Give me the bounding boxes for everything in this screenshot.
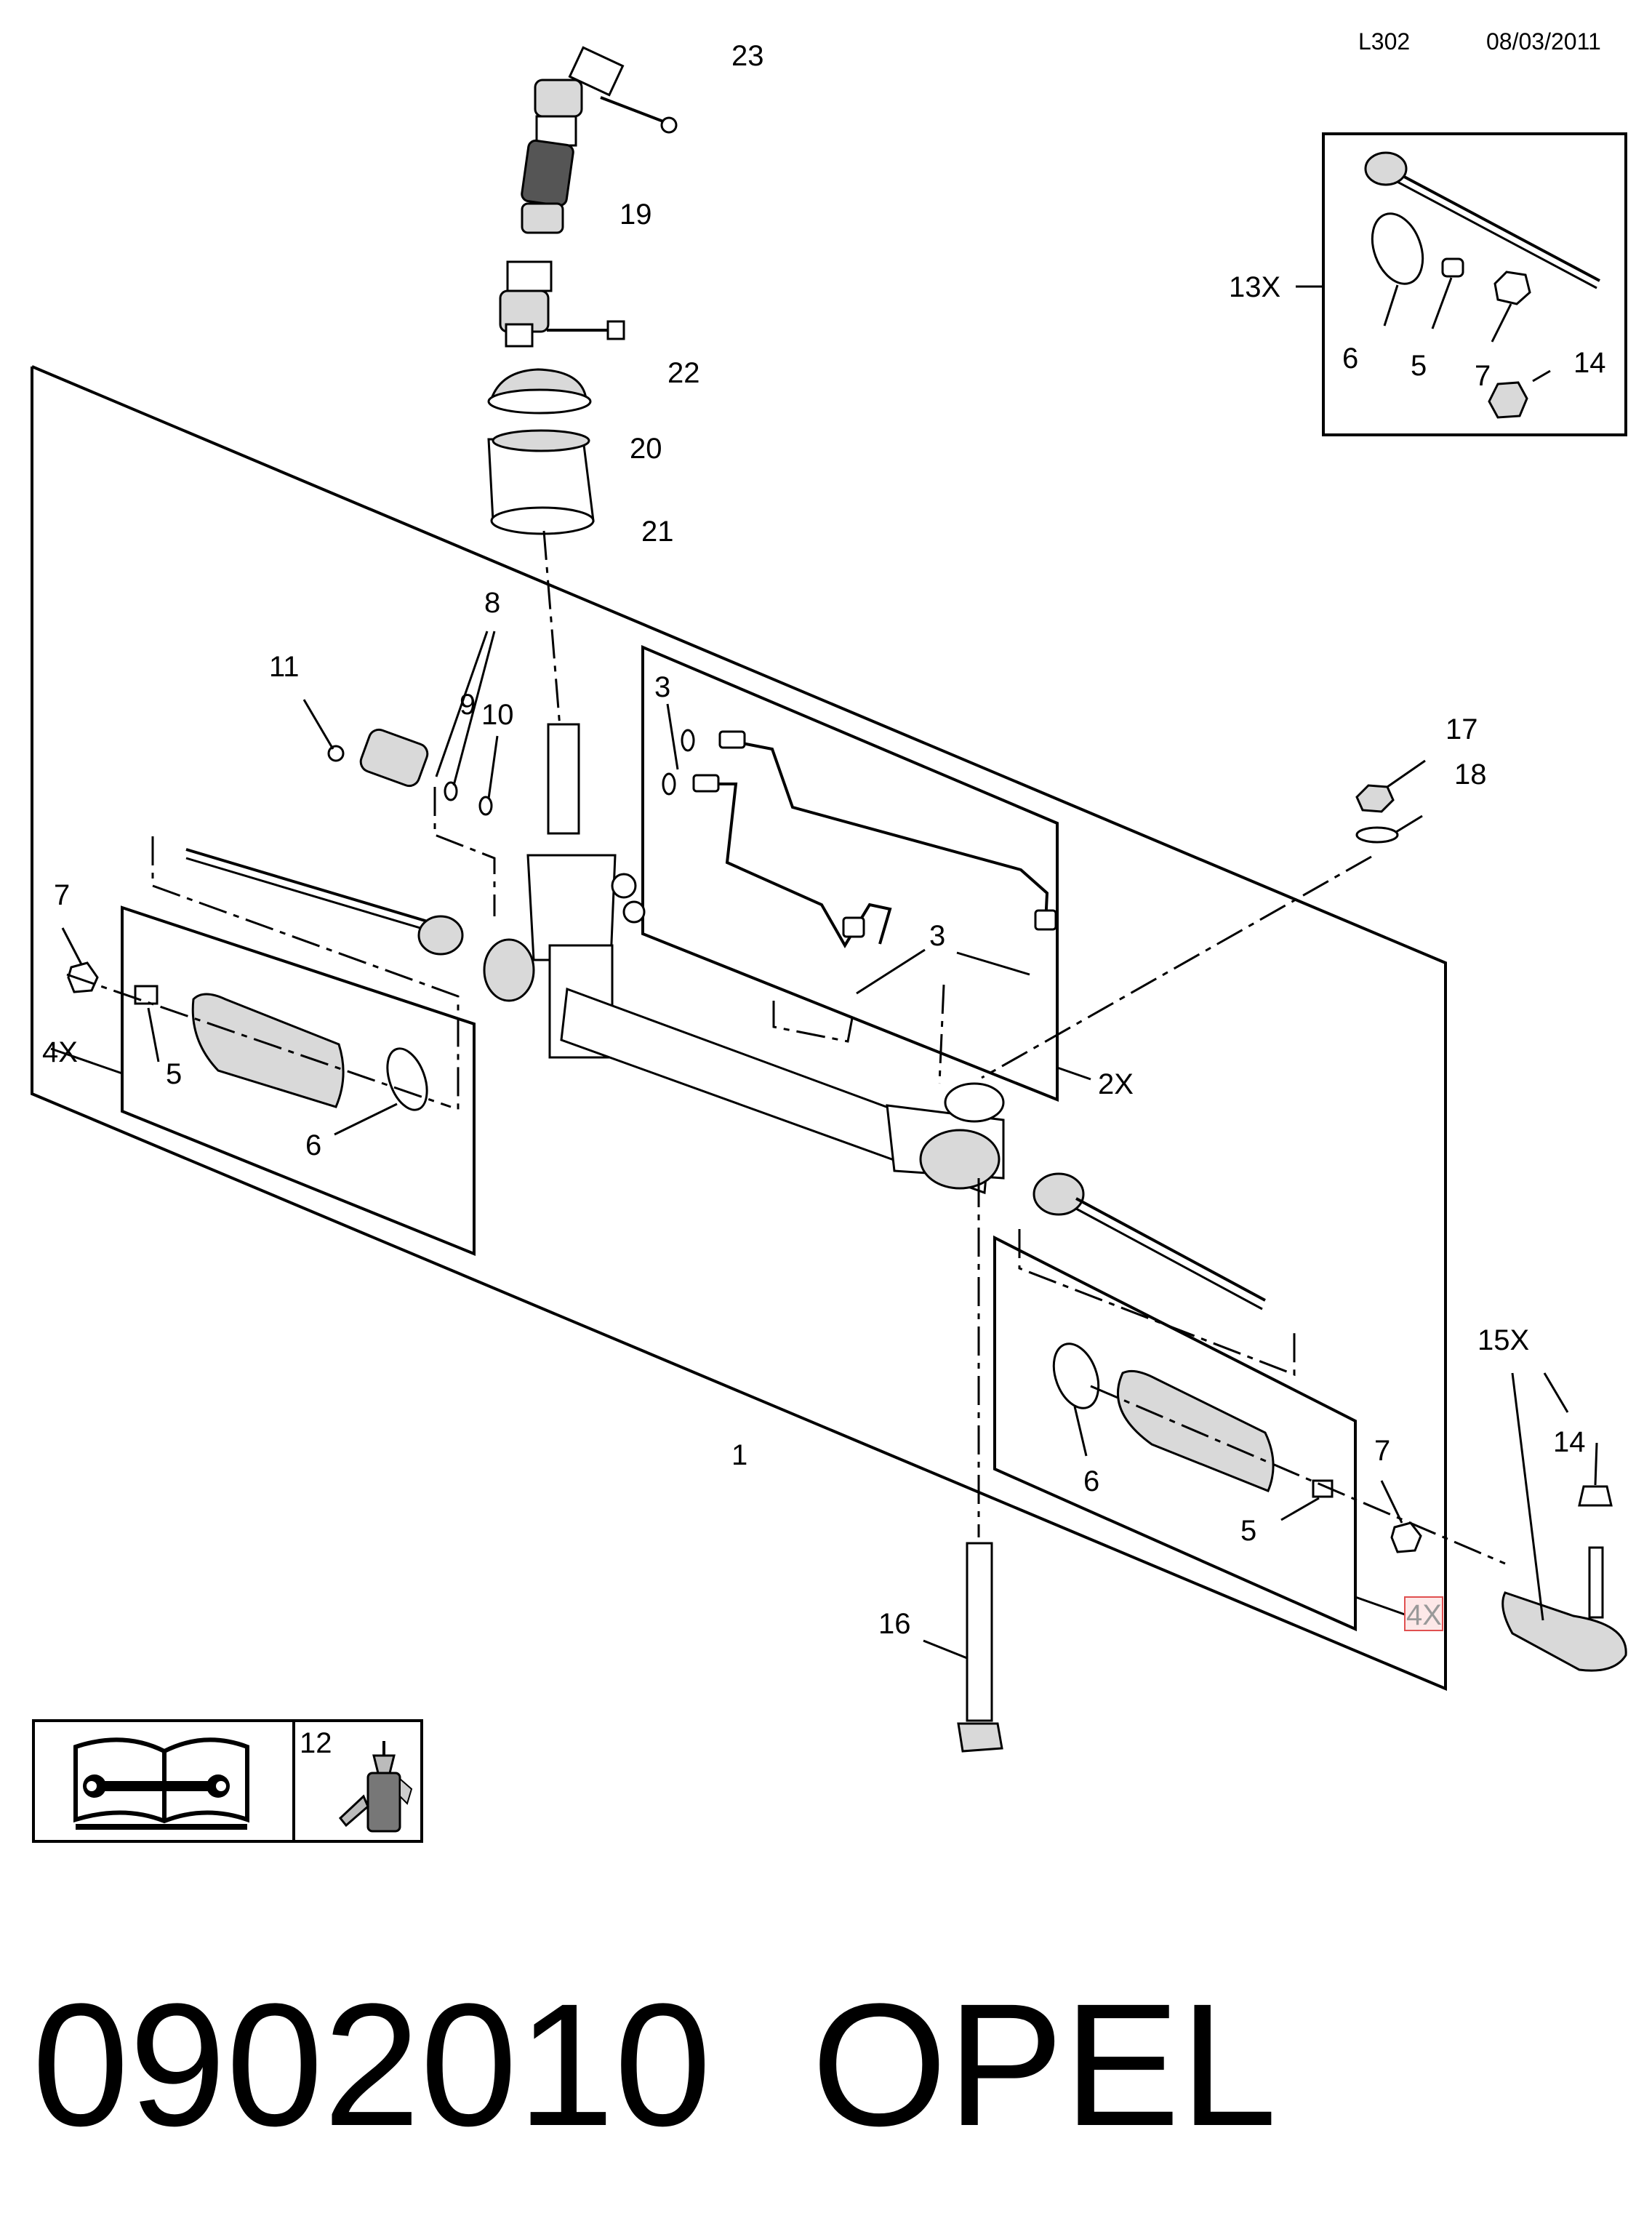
adhesive-bottle-icon (338, 1741, 413, 1833)
callout-20: 20 (630, 433, 662, 465)
steering-column-seal (487, 368, 595, 535)
callout-15x: 15X (1477, 1324, 1529, 1356)
callout-6-left: 6 (305, 1129, 321, 1161)
callout-13x: 13X (1229, 271, 1280, 303)
callout-3-upper: 3 (654, 671, 670, 703)
steering-gear-housing (483, 723, 1005, 1195)
pinion-axis-line (542, 530, 561, 728)
mounting-bolt (923, 1178, 1003, 1753)
left-boot-kit-frame (50, 905, 476, 1256)
callout-10: 10 (481, 699, 514, 731)
left-inner-tie-rod (151, 836, 464, 1113)
callout-14-right: 14 (1553, 1426, 1586, 1458)
callout-17: 17 (1446, 713, 1478, 745)
legend-box: 12 (32, 1719, 423, 1843)
intermediate-steering-shaft (499, 46, 678, 348)
callout-7-right: 7 (1374, 1435, 1390, 1467)
callout-11: 11 (269, 651, 300, 683)
hydraulic-lines (662, 703, 1057, 1084)
callout-4x-right-highlight: 4X (1404, 1596, 1443, 1631)
service-manual-icon (73, 1737, 249, 1830)
callout-5-left: 5 (166, 1058, 182, 1090)
callout-21: 21 (641, 516, 674, 548)
left-boot-parts (61, 927, 452, 1136)
callout-14-inset: 14 (1573, 347, 1606, 379)
callout-19: 19 (620, 199, 652, 231)
diagram-code: L302 (1358, 28, 1410, 55)
callout-4x-right: 4X (1406, 1599, 1442, 1631)
tie-rod-inset-box (1296, 132, 1627, 436)
right-boot-parts (1052, 1342, 1506, 1565)
callout-22: 22 (667, 357, 700, 389)
pressure-sensor-assembly (302, 631, 499, 916)
callout-16: 16 (878, 1608, 911, 1640)
callout-5-inset: 5 (1411, 350, 1427, 382)
footer-part-number: 0902010 (32, 1967, 711, 2162)
callout-8: 8 (484, 587, 500, 619)
callout-4x-left: 4X (42, 1036, 78, 1068)
callout-6-right: 6 (1083, 1465, 1099, 1497)
hydraulic-line-kit-frame (641, 644, 1091, 1102)
steering-gear-assembly-frame (31, 365, 1447, 1692)
callout-7-inset: 7 (1475, 360, 1491, 392)
right-boot-kit-frame (993, 1235, 1406, 1632)
callout-7-left: 7 (54, 879, 70, 911)
callout-2x: 2X (1098, 1068, 1134, 1100)
right-inner-tie-rod (1018, 1172, 1296, 1377)
callout-9: 9 (460, 689, 476, 721)
mounting-nut-washer (981, 759, 1426, 1079)
callout-5-right: 5 (1240, 1515, 1256, 1547)
diagram-date: 08/03/2011 (1486, 28, 1601, 55)
callout-1: 1 (731, 1439, 747, 1471)
outer-tie-rod-end (1501, 1372, 1627, 1672)
callout-3-lower: 3 (929, 920, 945, 952)
footer-brand: OPEL (811, 1967, 1277, 2162)
callout-18: 18 (1454, 759, 1487, 791)
callout-12: 12 (300, 1727, 332, 1759)
callout-23: 23 (731, 40, 764, 72)
callout-6-inset: 6 (1342, 343, 1358, 375)
